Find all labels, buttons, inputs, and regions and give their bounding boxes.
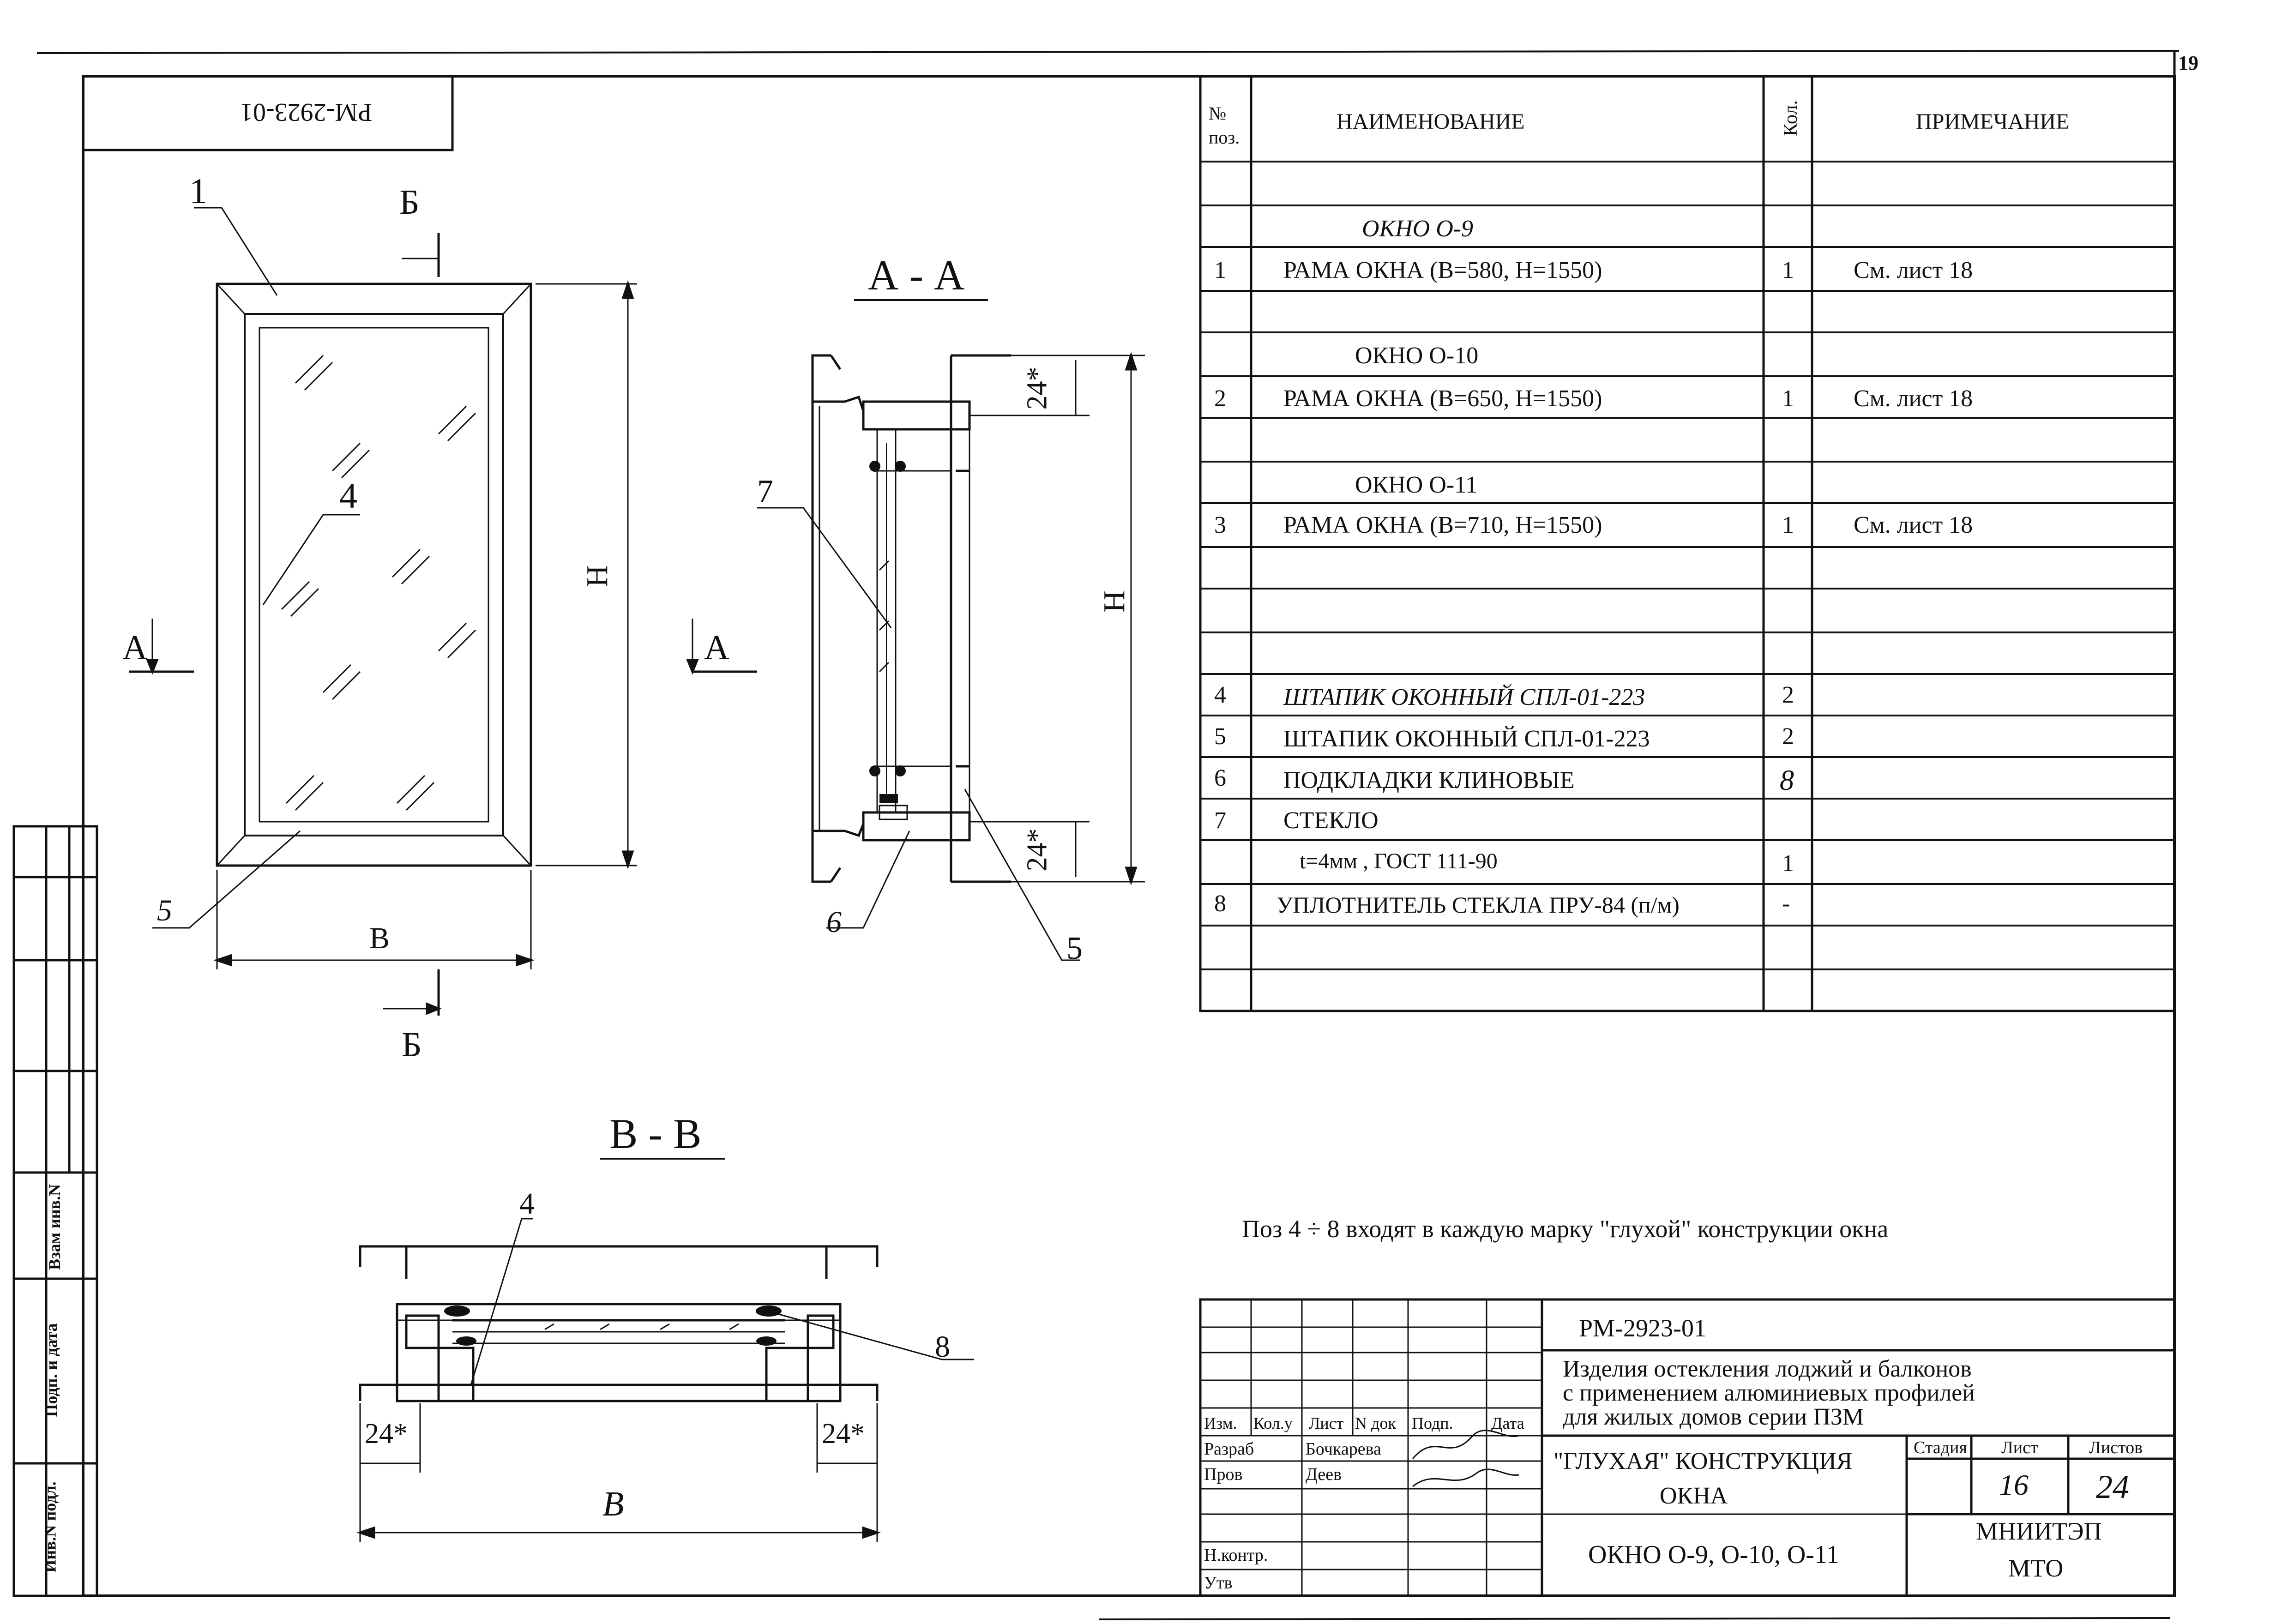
title-project-line3: для жилых домов серии ПЗМ (1563, 1404, 1864, 1430)
section-bb-pos4: 4 (519, 1187, 535, 1221)
section-bb-title: В - В (609, 1110, 702, 1157)
spec-row-7-qty: 2 (1782, 682, 1794, 708)
spec-row-6-pos: 3 (1214, 512, 1226, 538)
sheets-label: Листов (2089, 1438, 2143, 1457)
name-prov: Деев (1306, 1465, 1342, 1484)
spec-row-2-note: См. лист 18 (1854, 257, 1973, 283)
hdr-izm: Изм. (1204, 1414, 1237, 1432)
drawing-subtitle: ОКНО О-9, О-10, О-11 (1588, 1540, 1839, 1569)
spec-row-4-name: РАМА ОКНА (В=650, Н=1550) (1283, 385, 1602, 412)
section-b-bottom: Б (402, 1025, 422, 1064)
dim-b-label: В (369, 921, 390, 955)
org-line2: МТО (2008, 1554, 2064, 1582)
spec-row-6-name: РАМА ОКНА (В=710, Н=1550) (1283, 512, 1602, 538)
section-a-left: А (122, 628, 148, 667)
section-aa-dim-top: 24* (1021, 367, 1053, 410)
spec-header-qty: Кол. (1780, 100, 1801, 136)
spec-row-9-qty: 8 (1780, 765, 1794, 796)
spec-row-4-note: См. лист 18 (1854, 385, 1973, 412)
spec-table-grid (1199, 75, 2176, 1012)
section-a-right: А (704, 628, 729, 667)
org-line1: МНИИТЭП (1976, 1517, 2102, 1545)
spec-row-4-pos: 2 (1214, 385, 1226, 412)
sheet-value: 16 (1999, 1468, 2029, 1501)
section-bb-pos8: 8 (935, 1330, 950, 1364)
section-b-top: Б (399, 183, 420, 222)
role-prov: Пров (1204, 1465, 1243, 1484)
hdr-ndok: N док (1355, 1414, 1396, 1432)
spec-row-4-qty: 1 (1782, 385, 1794, 412)
stamp-code-rotated: РМ-2923-01 (240, 98, 373, 126)
spec-header-pos: № поз. (1209, 103, 1240, 148)
title-block-grid (1199, 1298, 2176, 1597)
spec-row-9-name: ПОДКЛАДКИ КЛИНОВЫЕ (1283, 767, 1575, 794)
role-utv: Утв (1204, 1573, 1233, 1593)
hdr-list: Лист (1309, 1414, 1344, 1432)
spec-row-12-name: УПЛОТНИТЕЛЬ СТЕКЛА ПРУ-84 (п/м) (1276, 892, 1680, 918)
section-aa (757, 299, 1145, 961)
title-code: РМ-2923-01 (1579, 1314, 1707, 1342)
sheets-value: 24 (2096, 1468, 2129, 1505)
spec-row-8-pos: 5 (1214, 723, 1226, 750)
spec-row-10-pos: 7 (1214, 807, 1226, 834)
section-aa-pos5: 5 (1066, 931, 1083, 966)
positions-note: Поз 4 ÷ 8 входят в каждую марку "глухой"… (1242, 1215, 1889, 1243)
stage-label: Стадия (1914, 1438, 1967, 1457)
role-razrab: Разраб (1204, 1439, 1254, 1459)
spec-row-11-name: t=4мм , ГОСТ 111-90 (1300, 849, 1498, 873)
section-bb-dim-b: В (602, 1485, 624, 1523)
pos-4-label: 4 (339, 475, 357, 516)
spec-row-8-qty: 2 (1782, 723, 1794, 750)
drawing-name-line2: ОКНА (1660, 1483, 1728, 1509)
spec-row-9-pos: 6 (1214, 765, 1226, 791)
spec-row-7-pos: 4 (1214, 682, 1226, 708)
hdr-data: Дата (1491, 1414, 1524, 1432)
section-aa-pos7: 7 (757, 474, 773, 509)
drawing-name-line1: "ГЛУХАЯ" КОНСТРУКЦИЯ (1553, 1448, 1853, 1474)
pos-5-label: 5 (157, 894, 172, 927)
side-stamp-vzam: Взам инв.N (45, 1184, 64, 1270)
spec-row-7-name: ШТАПИК ОКОННЫЙ СПЛ-01-223 (1283, 684, 1645, 710)
section-aa-title: А - А (868, 252, 965, 299)
section-aa-pos6: 6 (826, 905, 842, 939)
spec-row-2-qty: 1 (1782, 257, 1794, 283)
title-project-line2: с применением алюминиевых профилей (1563, 1380, 1975, 1406)
spec-row-2-name: РАМА ОКНА (В=580, Н=1550) (1283, 257, 1602, 283)
spec-row-2-pos: 1 (1214, 257, 1226, 283)
pos-1-label: 1 (189, 171, 207, 211)
name-razrab: Бочкарева (1306, 1439, 1381, 1459)
spec-row-11-qty: 1 (1782, 850, 1794, 877)
role-nkontr: Н.контр. (1204, 1546, 1268, 1565)
spec-row-6-note: См. лист 18 (1854, 512, 1973, 538)
spec-row-12-qty: - (1782, 890, 1790, 917)
dim-h-label: Н (580, 565, 614, 587)
hdr-kolu: Кол.у (1253, 1414, 1293, 1432)
section-aa-dim-h: Н (1097, 590, 1131, 613)
hdr-podp: Подп. (1412, 1414, 1453, 1432)
side-stamp-inv: Инв.N подл. (41, 1481, 60, 1573)
spec-row-8-name: ШТАПИК ОКОННЫЙ СПЛ-01-223 (1283, 726, 1650, 752)
spec-row-3-name: ОКНО О-10 (1355, 343, 1479, 369)
sheet-label: Лист (2001, 1438, 2038, 1457)
spec-row-10-name: СТЕКЛО (1283, 807, 1379, 834)
spec-row-1-name: ОКНО О-9 (1362, 216, 1474, 242)
side-stamp (12, 825, 98, 1597)
spec-header-note: ПРИМЕЧАНИЕ (1916, 109, 2070, 134)
stamp-box (82, 75, 454, 151)
spec-row-12-pos: 8 (1214, 890, 1226, 917)
spec-row-5-name: ОКНО О-11 (1355, 472, 1478, 498)
title-project-line1: Изделия остекления лоджий и балконов (1563, 1356, 1972, 1382)
section-aa-dim-bottom: 24* (1021, 828, 1053, 872)
section-bb (356, 1158, 974, 1542)
section-bb-dim-right: 24* (822, 1418, 865, 1450)
window-front-view (129, 207, 757, 1016)
spec-row-6-qty: 1 (1782, 512, 1794, 538)
sheet-number: 19 (2178, 52, 2198, 74)
section-bb-dim-left: 24* (365, 1418, 408, 1450)
side-stamp-podp: Подп. и дата (42, 1323, 61, 1417)
spec-header-name: НАИМЕНОВАНИЕ (1337, 109, 1525, 134)
